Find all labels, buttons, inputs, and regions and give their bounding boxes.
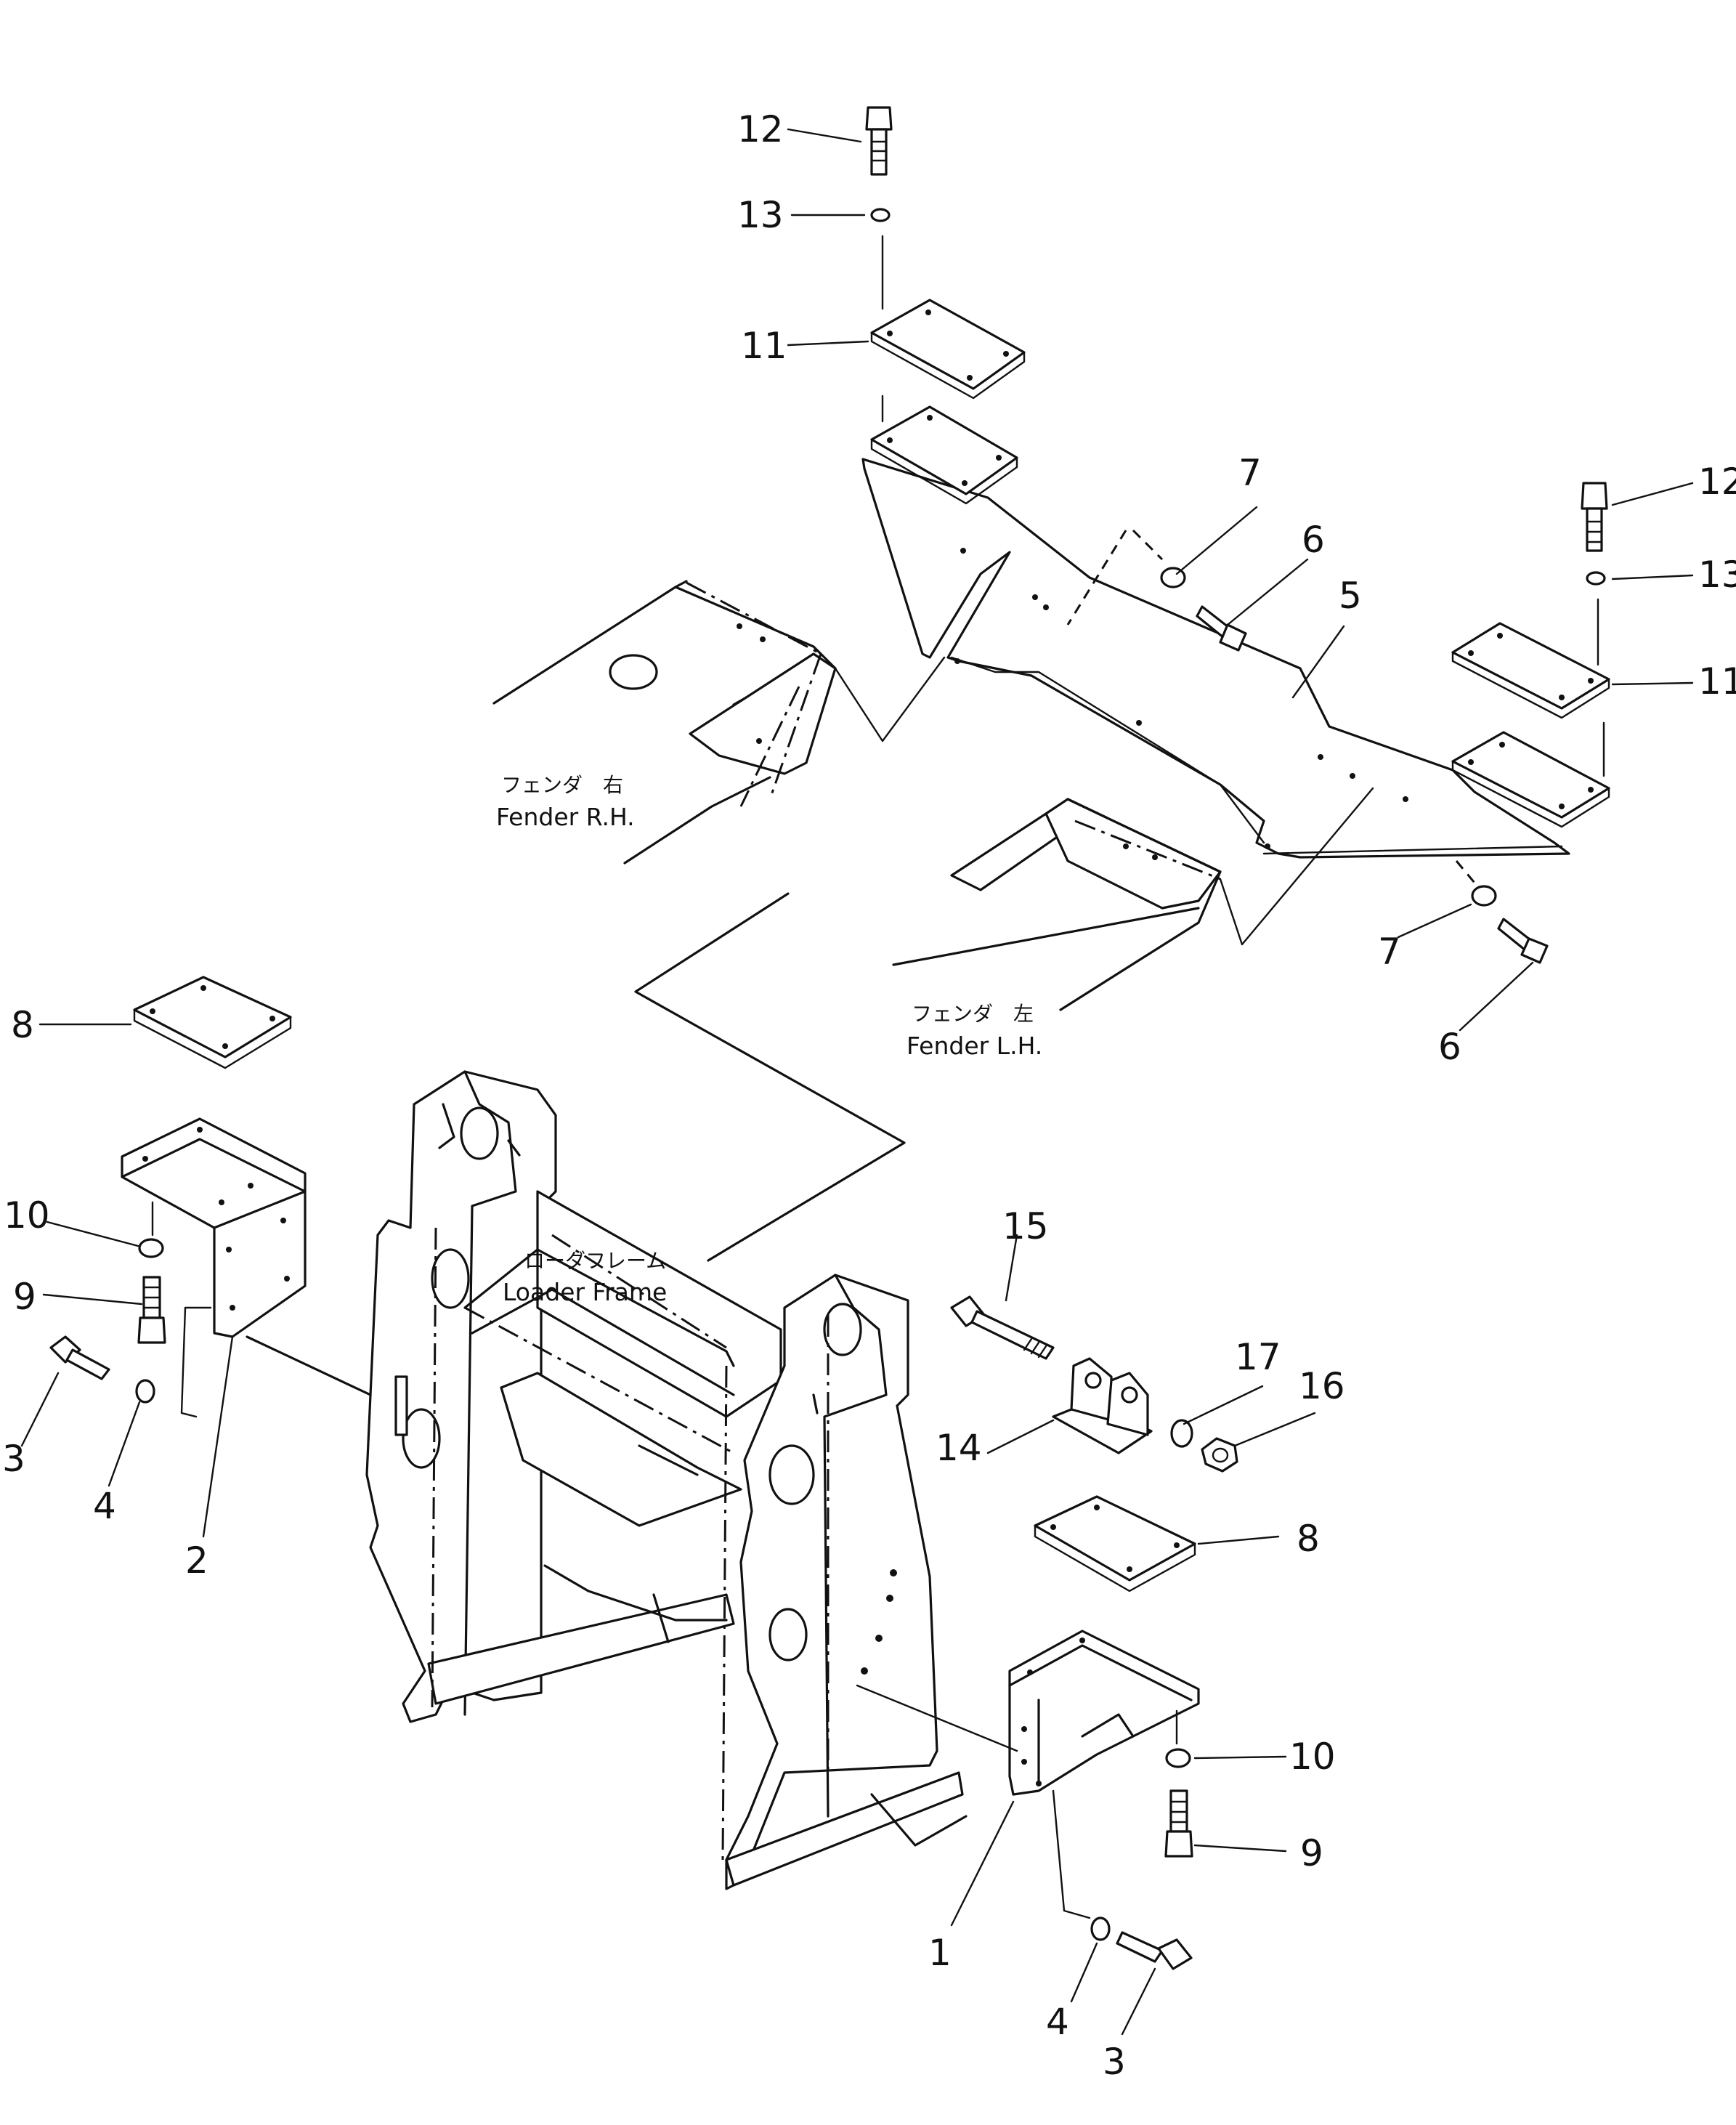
washer-part-10-right [1165, 1709, 1191, 1768]
callout-7-upper: 7 [1238, 452, 1262, 494]
callout-10-left: 10 [4, 1194, 50, 1236]
callout-3-right: 3 [1103, 2041, 1126, 2083]
callout-13-top-right: 13 [1698, 554, 1736, 596]
plate-part-11-right-upper [1451, 622, 1610, 719]
callout-3-left: 3 [2, 1438, 25, 1480]
callout-5: 5 [1339, 575, 1362, 617]
leader-line [1132, 529, 1164, 561]
callout-leaders [20, 128, 1694, 2036]
leader-line [180, 1306, 212, 1418]
bolt-part-3-left [49, 1335, 110, 1380]
leader-line [1455, 860, 1476, 883]
bolt-part-3-right [1116, 1931, 1193, 1970]
plate-part-11-left-upper [870, 299, 1026, 400]
callout-4-left: 4 [93, 1485, 116, 1527]
clevis-bracket-part-14 [1052, 1357, 1153, 1454]
loader-frame-label-jp: ローダフレーム [524, 1249, 666, 1273]
callout-4-right: 4 [1046, 2001, 1069, 2043]
assembly-labels: フェンダ 右 Fender R.H. フェンダ 左 Fender L.H. ロー… [496, 773, 1042, 1306]
callout-11-top-right: 11 [1698, 660, 1736, 703]
callout-8-right: 8 [1297, 1518, 1320, 1560]
bolt-part-12-right [1581, 482, 1608, 552]
washer-part-7-lower [1471, 885, 1497, 907]
callout-7-lower: 7 [1378, 931, 1401, 973]
washer-part-17 [1170, 1419, 1193, 1448]
callout-9-left: 9 [13, 1276, 36, 1318]
callout-11-top-left: 11 [741, 325, 787, 367]
callout-13-top-left: 13 [737, 194, 784, 236]
mount-bracket-part-2 [121, 1117, 372, 1396]
callout-15: 15 [1002, 1205, 1049, 1247]
leader-line [1219, 787, 1374, 946]
leader-line [856, 1684, 1018, 1752]
bolt-part-15 [950, 1295, 1055, 1360]
callout-8-left: 8 [11, 1004, 34, 1046]
fender-rh-label: Fender R.H. [496, 803, 635, 831]
loader-frame-label: Loader Frame [503, 1278, 667, 1306]
bolt-part-6-upper [1196, 605, 1247, 652]
bolt-part-6-lower [1497, 918, 1549, 964]
loader-frame [365, 1070, 968, 1890]
washer-part-13-right [1586, 571, 1606, 586]
mount-bracket-part-1 [856, 1630, 1200, 1796]
callout-12-top-right: 12 [1698, 461, 1736, 503]
washer-part-10-left [138, 1201, 164, 1258]
fender-lh-label-jp: フェンダ 左 [912, 1002, 1034, 1026]
leader-line [1066, 530, 1127, 626]
callout-numbers: 12 13 11 7 6 5 12 13 11 7 6 8 10 9 3 4 2… [2, 108, 1736, 2083]
callout-14: 14 [936, 1427, 982, 1469]
fender-right-hand [492, 580, 946, 865]
nut-part-16 [1201, 1437, 1238, 1473]
washer-part-4-right [1090, 1916, 1111, 1941]
callout-12-top-left: 12 [737, 108, 784, 150]
bolt-part-9-right [1164, 1789, 1193, 1858]
callout-9-right: 9 [1300, 1832, 1323, 1874]
callout-6-upper: 6 [1302, 519, 1325, 561]
callout-16: 16 [1299, 1365, 1345, 1407]
leader-line [246, 1335, 372, 1396]
bolt-part-9-left [137, 1276, 166, 1344]
callout-2: 2 [185, 1539, 208, 1582]
plate-part-8-left [133, 976, 292, 1069]
callout-1: 1 [928, 1932, 952, 1974]
leader-line [834, 656, 946, 742]
leader-line [634, 892, 906, 1262]
fender-lh-label: Fender L.H. [906, 1032, 1042, 1060]
fender-bracket-part-5 [861, 458, 1570, 859]
washer-part-4-left [135, 1379, 155, 1404]
plate-part-11-right-lower [1451, 731, 1610, 828]
callout-10-right: 10 [1289, 1736, 1336, 1778]
leader-line [1052, 1789, 1091, 1919]
plate-part-11-left-lower [870, 405, 1018, 505]
fender-rh-label-jp: フェンダ 右 [501, 773, 623, 797]
callout-17: 17 [1235, 1336, 1281, 1378]
plate-part-8-right [1034, 1495, 1196, 1592]
bolt-part-12-left [865, 106, 893, 176]
washer-part-13-left [870, 208, 891, 222]
fender-left-hand [892, 787, 1374, 1011]
callout-6-lower: 6 [1438, 1026, 1461, 1068]
